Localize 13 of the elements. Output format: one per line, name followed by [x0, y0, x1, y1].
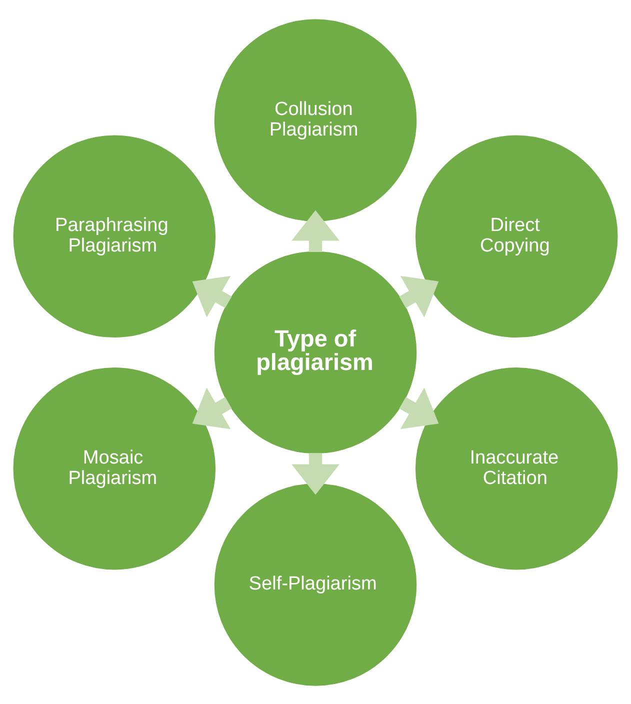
- arrow: [292, 452, 340, 494]
- arrow: [399, 275, 439, 317]
- node-circle: Direct Copying: [415, 134, 618, 338]
- arrow: [399, 387, 439, 429]
- node-circle: Self-Plagiarism: [214, 483, 417, 686]
- arrow: [192, 275, 232, 317]
- node-circle: Collusion Plagiarism: [214, 18, 417, 221]
- node-circle: Mosaic Plagiarism: [13, 366, 216, 570]
- arrow: [292, 210, 340, 252]
- node-circle: Type of plagiarism: [214, 250, 417, 454]
- node-circle: Inaccurate Citation: [415, 366, 618, 570]
- node-circle: Paraphrasing Plagiarism: [13, 134, 216, 338]
- arrow: [192, 387, 232, 429]
